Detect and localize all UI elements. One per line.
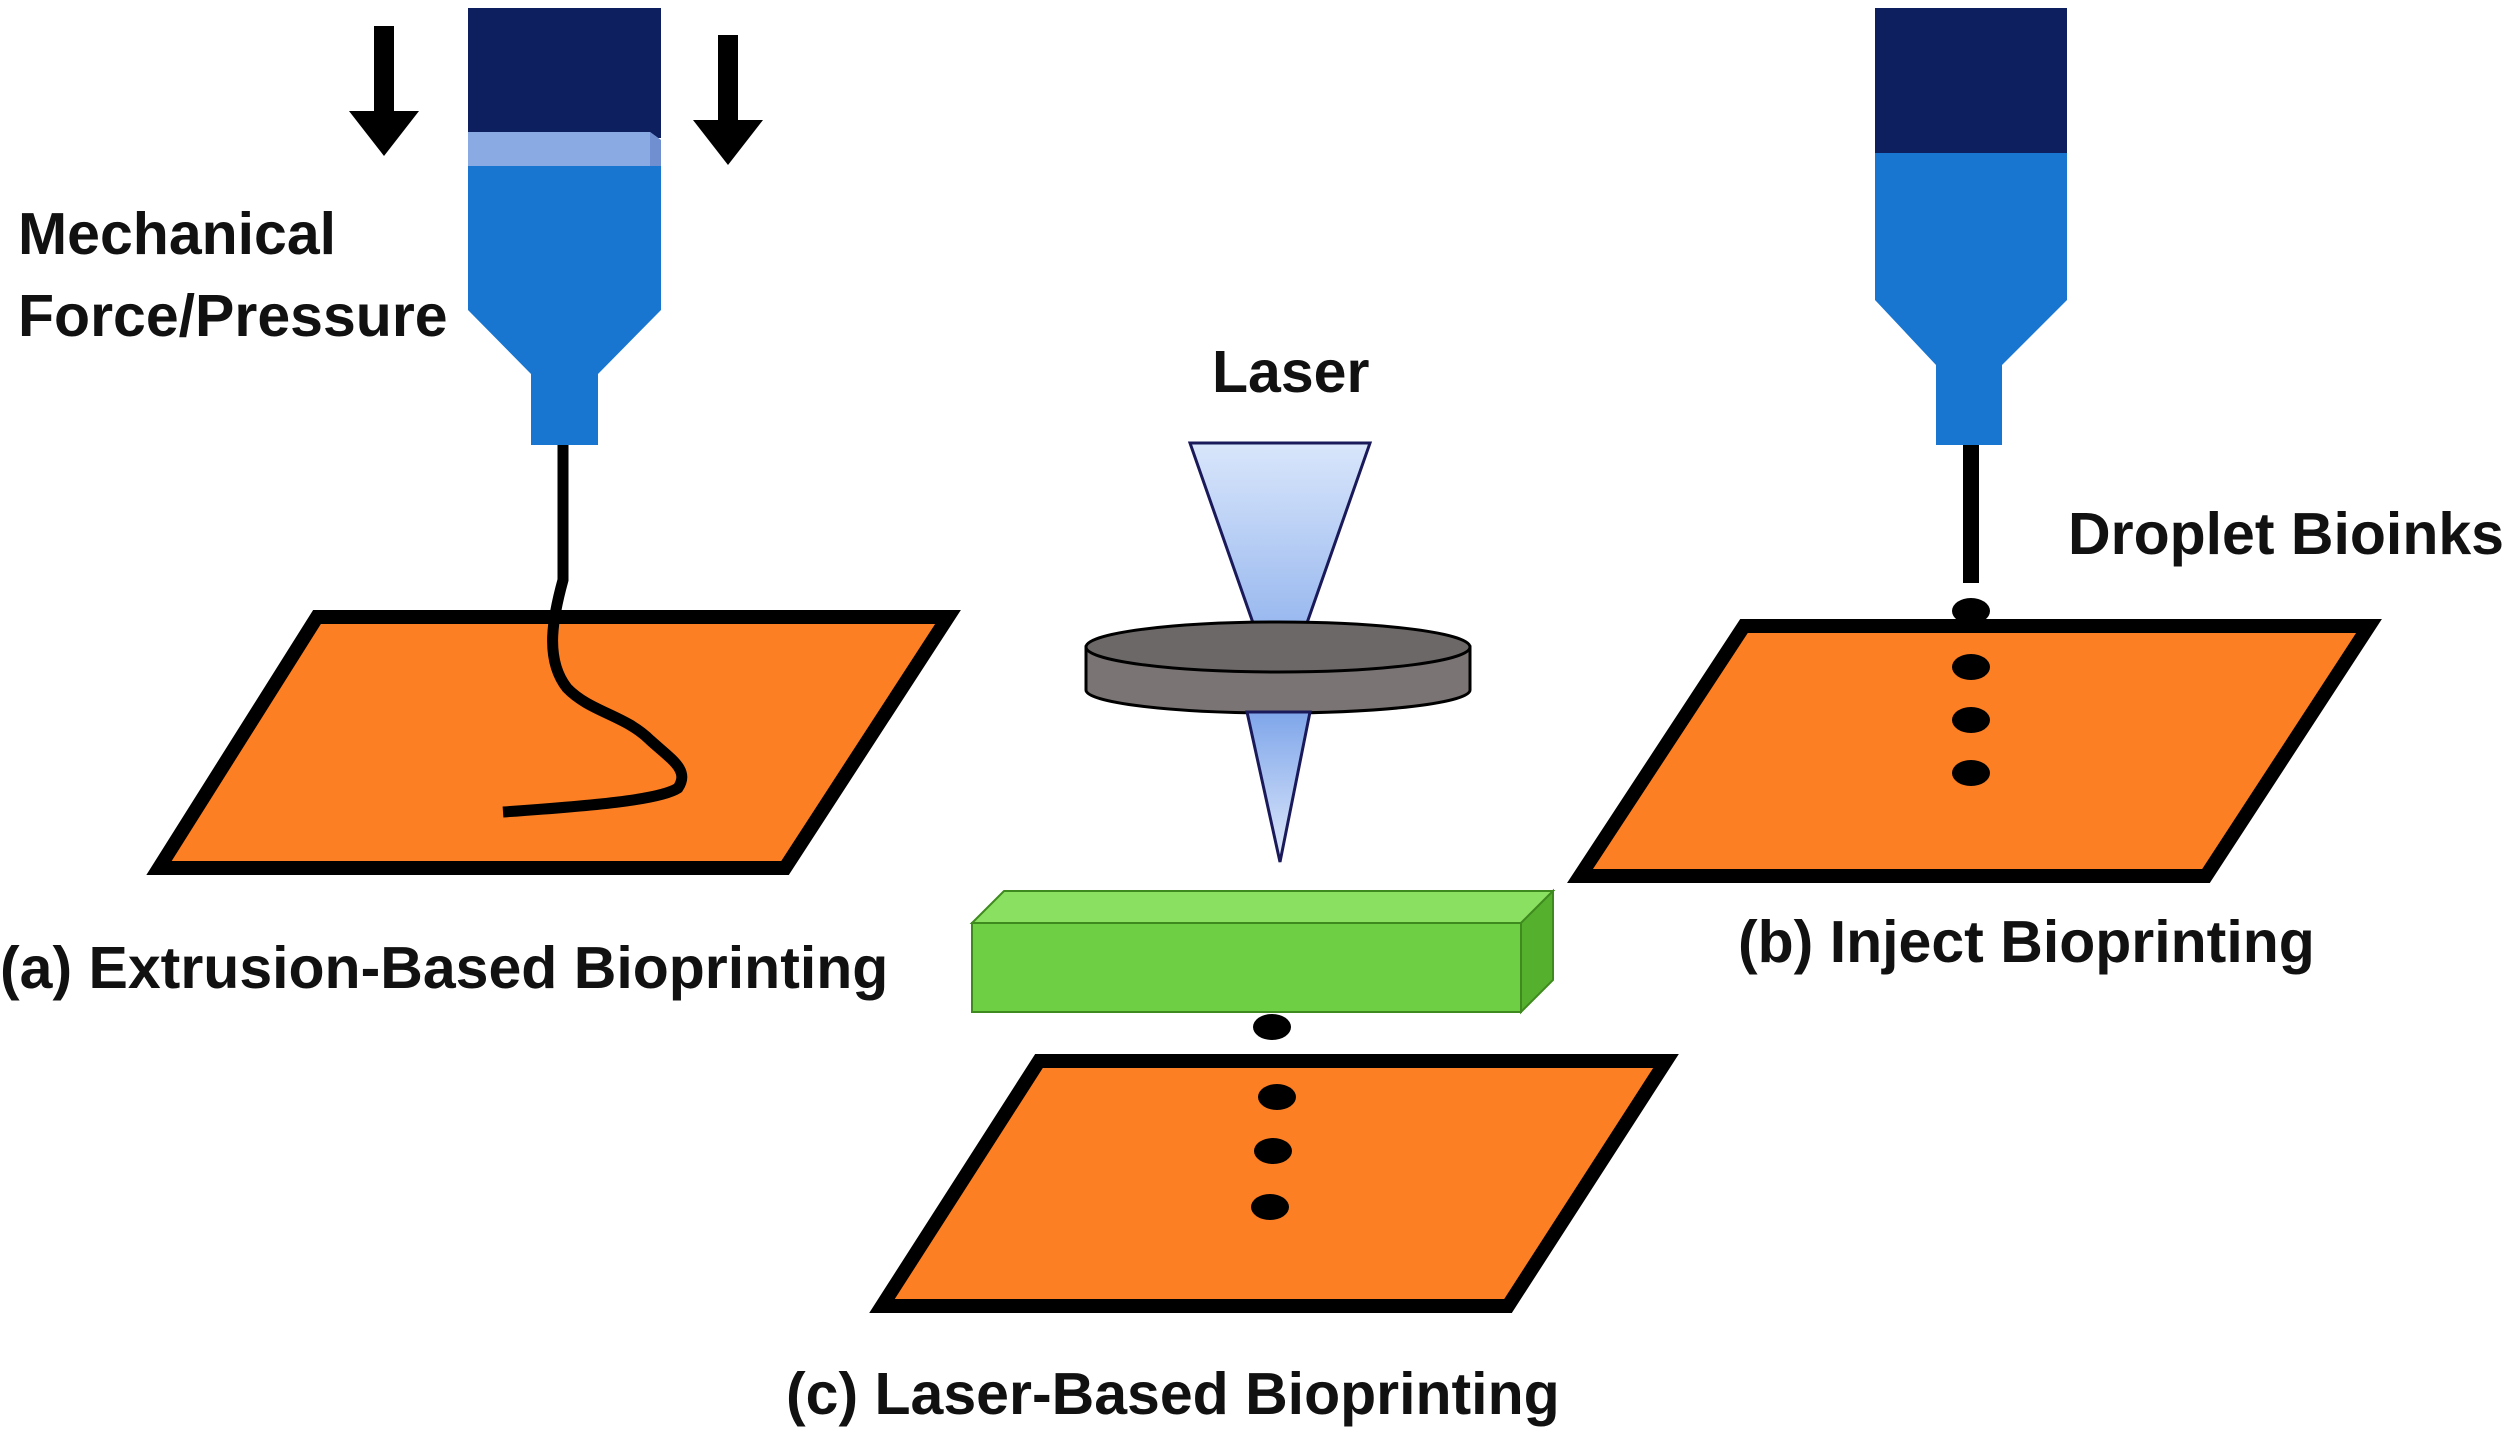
inject-panel: Droplet Bioinks (b) Inject Bioprinting (1567, 8, 2504, 975)
caption-extrusion: (a) Extrusion-Based Bioprinting (0, 935, 888, 1001)
droplet-label: Droplet Bioinks (2068, 501, 2504, 567)
caption-inject: (b) Inject Bioprinting (1738, 909, 2315, 975)
nozzle-stream (1963, 445, 1979, 583)
extrusion-panel: Mechanical Force/Pressure (a) Extrusion-… (0, 8, 961, 1001)
syringe-icon (1875, 8, 2067, 445)
print-bed (869, 1054, 1679, 1313)
lens-icon (1084, 620, 1472, 715)
laser-label: Laser (1212, 339, 1369, 405)
droplet (1253, 1014, 1291, 1040)
donor-slide (969, 888, 1556, 1015)
laser-panel: Laser (c) Laser-Based Bioprinting (786, 339, 1679, 1427)
extruded-filament (502, 445, 688, 818)
droplet (1952, 598, 1990, 624)
mechanical-label-line1: Mechanical (18, 201, 336, 267)
caption-laser: (c) Laser-Based Bioprinting (786, 1361, 1560, 1427)
droplet (1254, 1138, 1292, 1164)
mechanical-label-line2: Force/Pressure (18, 283, 448, 349)
droplet (1952, 654, 1990, 680)
print-bed (146, 610, 961, 875)
print-bed (1567, 619, 2382, 883)
focused-beam (1245, 710, 1312, 863)
laser-beam-icon (1187, 441, 1373, 705)
droplet (1952, 707, 1990, 733)
droplet (1952, 760, 1990, 786)
droplet (1251, 1194, 1289, 1220)
down-arrow-icon (693, 35, 763, 165)
down-arrow-icon (349, 26, 419, 156)
droplet (1258, 1084, 1296, 1110)
syringe-icon (468, 8, 661, 445)
